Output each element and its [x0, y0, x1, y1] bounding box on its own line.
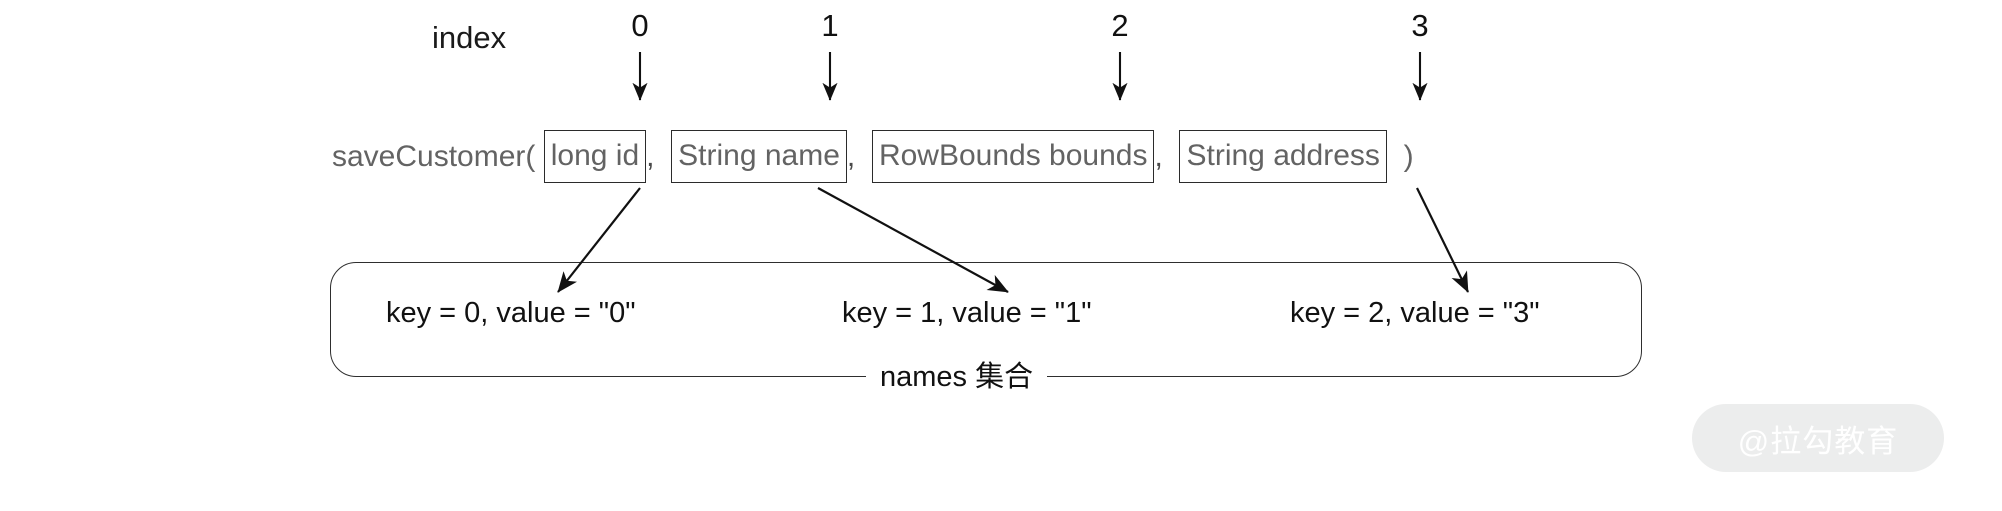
index-number-2: 2	[1111, 8, 1129, 43]
param-box-3: String address	[1179, 130, 1387, 183]
watermark-badge: @拉勾教育	[1692, 404, 1944, 472]
names-collection-caption: names 集合	[866, 360, 1048, 394]
key-value-entry-0: key = 0, value = "0"	[386, 296, 636, 329]
spacer	[655, 137, 672, 177]
param-separator-0: ,	[646, 139, 655, 173]
method-signature: saveCustomer( long id , String name , Ro…	[332, 130, 1414, 183]
key-value-entry-2: key = 2, value = "3"	[1290, 296, 1540, 329]
index-number-3: 3	[1411, 8, 1429, 43]
param-box-0: long id	[543, 130, 647, 183]
close-paren: )	[1403, 139, 1414, 173]
names-collection-entries: key = 0, value = "0" key = 1, value = "1…	[330, 290, 1642, 336]
param-box-2: RowBounds bounds	[871, 130, 1155, 183]
watermark-text: @拉勾教育	[1737, 423, 1899, 459]
param-box-1: String name	[671, 130, 847, 183]
param-separator-2: ,	[1154, 139, 1163, 173]
spacer	[855, 137, 872, 177]
key-value-entry-1: key = 1, value = "1"	[842, 296, 1092, 329]
index-label: index	[432, 20, 507, 55]
index-number-1: 1	[821, 8, 839, 43]
spacer	[1387, 137, 1404, 177]
spacer	[535, 137, 543, 177]
index-number-0: 0	[631, 8, 649, 43]
spacer	[1163, 137, 1180, 177]
param-separator-1: ,	[846, 139, 856, 173]
method-name-open-paren: saveCustomer(	[332, 139, 536, 173]
